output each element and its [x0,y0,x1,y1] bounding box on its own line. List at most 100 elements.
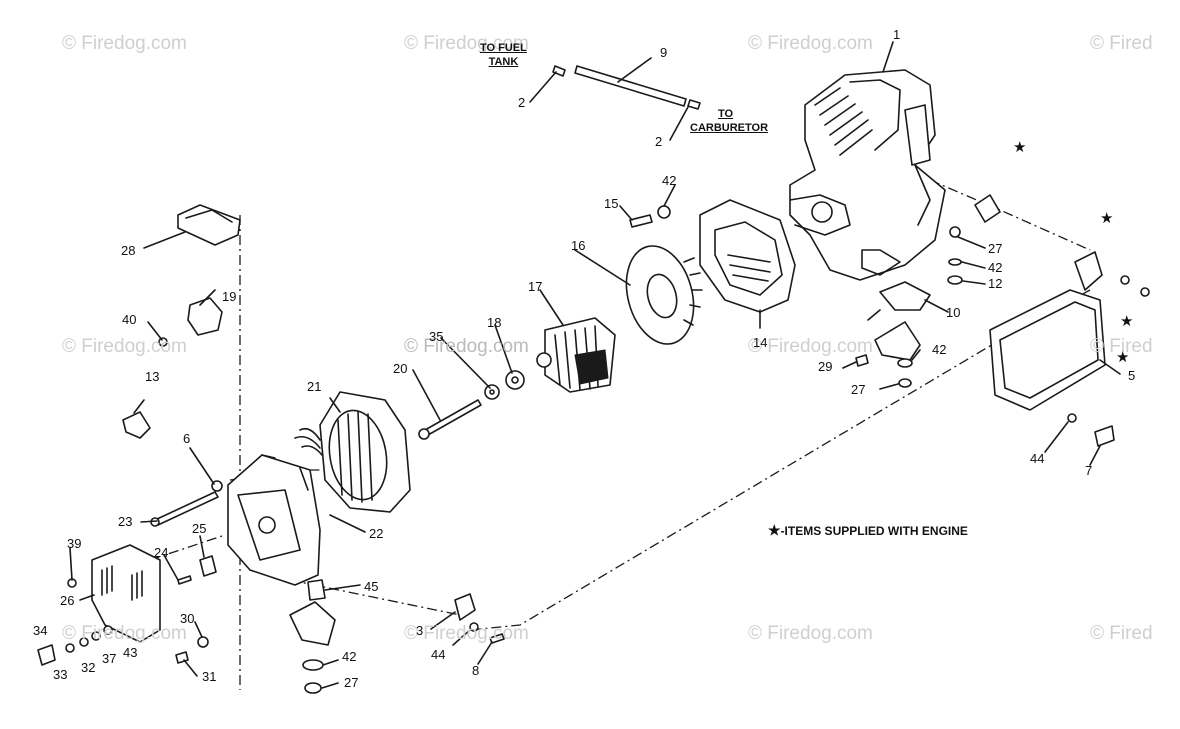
watermark-11: © Firedog.com [748,623,873,644]
washer-part-18 [505,370,525,390]
fuel-line-part-9 [552,65,701,110]
callout-to-carburetor-line1: TO [718,108,734,120]
nut-part-27-right [949,226,961,238]
bolt-part-23 [154,491,219,526]
watermark-3: © Firedog.com [748,33,873,54]
gasket [974,194,1001,223]
part-label-26: 26 [60,593,75,608]
part-label-27-plate: 27 [851,382,866,397]
muffler-part-5 [989,251,1106,411]
part-label-33: 33 [53,667,68,682]
part-label-13: 13 [145,369,160,384]
part-label-9: 9 [660,45,668,60]
rotor-part-17 [536,317,616,393]
part-label-44-right: 44 [1030,451,1045,466]
grommet-part-31 [175,651,189,664]
assembly-line-engine-muffler [929,179,1091,251]
part-label-15: 15 [604,196,619,211]
watermark-4: © Fired [1090,33,1153,54]
plug-part-34 [37,644,56,666]
part-label-29: 29 [818,359,833,374]
end-cover-part-26 [91,544,161,643]
fan-part-16 [625,245,703,345]
legend-text: -ITEMS SUPPLIED WITH ENGINE [780,524,968,538]
part-label-35: 35 [429,329,444,344]
washer-part-42-plate [897,358,913,368]
part-label-28: 28 [121,243,136,258]
mount-part-45 [307,579,326,601]
part-label-6: 6 [183,431,191,446]
part-label-34: 34 [33,623,48,638]
part-label-31: 31 [202,669,217,684]
callout-to-carburetor-line2: CARBURETOR [690,121,769,134]
nut-part-44-right [1067,413,1077,423]
part-label-45: 45 [364,579,379,594]
end-housing-part-22 [227,454,321,586]
part-label-2-fuel-tank: 2 [518,95,526,110]
mount-part-10 [879,281,931,311]
blower-housing-part-14 [699,199,796,313]
part-label-22: 22 [369,526,384,541]
nut-right-2 [1140,287,1150,297]
screw-part-24 [177,575,192,585]
part-label-1: 1 [893,27,901,42]
watermark-7: © Firedog.com [748,336,873,357]
callout-to-fuel-tank-line1: TO FUEL [480,42,527,54]
part-label-16: 16 [571,238,586,253]
callout-to-fuel-tank: TO FUEL TANK [480,42,527,70]
star-engine: ★ [1013,139,1027,156]
washer-part-37 [91,631,101,641]
bumper-part-13 [122,411,151,439]
part-label-37: 37 [102,651,117,666]
watermark-6: © Firedog.com [404,336,529,357]
watermark-5: © Firedog.com [62,336,187,357]
link-part-3 [454,593,476,621]
watermark-8: © Fired [1090,336,1153,357]
washer-part-35 [484,384,500,400]
part-label-42-lower: 42 [342,649,357,664]
part-label-32: 32 [81,660,96,675]
part-label-27-right: 27 [988,241,1003,256]
star-muffler-top: ★ [1100,210,1114,227]
washer-part-43 [103,625,113,635]
part-label-39: 39 [67,536,82,551]
watermark-2: © Firedog.com [404,33,529,54]
washer-part-33 [65,643,75,653]
part-label-2-carburetor: 2 [655,134,663,149]
screw-part-15 [629,214,653,228]
bolt-part-8 [489,633,505,644]
washer-part-42-lower [302,659,324,671]
part-label-25: 25 [192,521,207,536]
part-label-14: 14 [753,335,768,350]
washer-part-27-lower [304,682,322,694]
washer-part-42-fan [657,205,671,219]
legend: ★-ITEMS SUPPLIED WITH ENGINE [768,522,968,539]
leader-lines [69,41,1121,689]
stator-part-21 [294,391,411,513]
through-bolt-part-20 [418,399,482,440]
part-label-44-lower: 44 [431,647,446,662]
part-label-30: 30 [180,611,195,626]
nut-right-1 [1120,275,1130,285]
screw-part-30 [197,636,209,648]
watermark-12: © Fired [1090,623,1153,644]
part-label-43: 43 [123,645,138,660]
star-muffler: ★ [1116,349,1130,366]
nut-part-44-lower [469,622,479,632]
nut-part-29 [855,354,869,367]
washer-part-42-right [948,258,962,266]
legend-star: ★ [768,522,781,538]
bracket-part-19 [187,297,223,336]
washer-part-27-plate [898,378,912,388]
callout-to-fuel-tank-line2: TANK [488,55,519,68]
part-label-21: 21 [307,379,322,394]
washer-part-12 [947,275,963,285]
assembly-line-main [469,289,1091,631]
base-plate [289,601,336,646]
callout-to-carburetor: TO CARBURETOR [690,108,768,136]
part-label-10: 10 [946,305,961,320]
part-label-17: 17 [528,279,543,294]
watermark-10: © Firedog.com [404,623,529,644]
